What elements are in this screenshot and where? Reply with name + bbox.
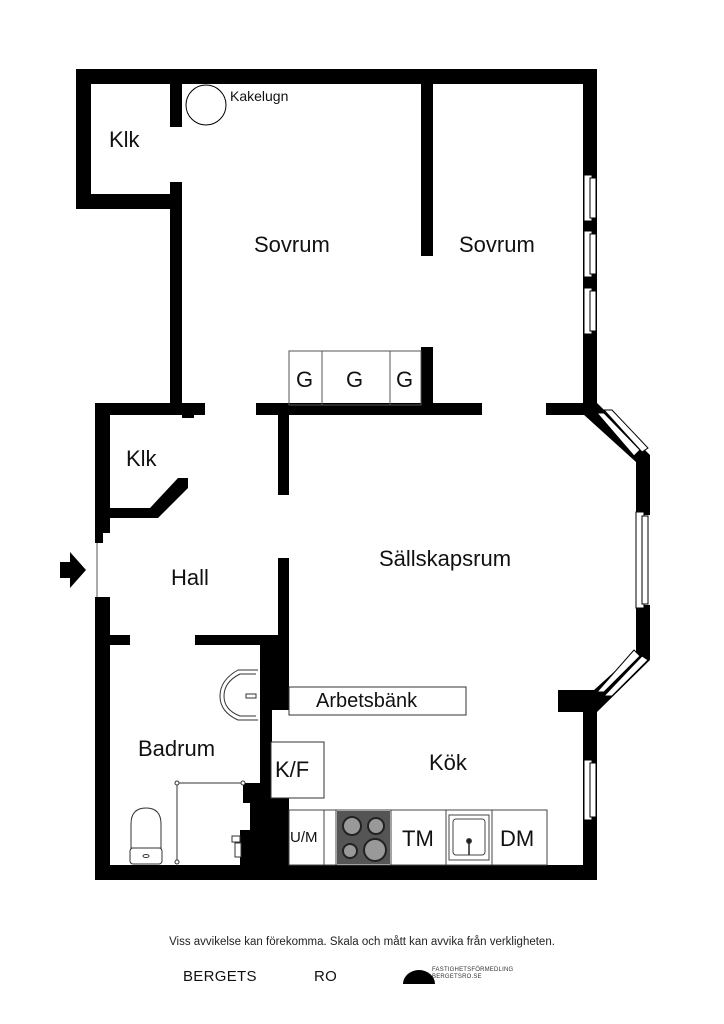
toilet-icon xyxy=(129,807,163,865)
room-label-kok: Kök xyxy=(429,750,467,775)
dishwasher-label: DM xyxy=(500,826,535,851)
room-label-sovrum-left: Sovrum xyxy=(254,232,330,257)
room-label-badrum: Badrum xyxy=(138,736,216,761)
brand-logo-left: BERGETS xyxy=(183,968,257,985)
wardrobes xyxy=(288,350,422,406)
entrance-arrow-icon xyxy=(60,552,86,588)
kakelugn-label: Kakelugn xyxy=(230,88,289,104)
oven-microwave-label: U/M xyxy=(290,829,318,846)
stove-icon xyxy=(337,811,390,864)
room-label-klk-top: Klk xyxy=(109,127,140,152)
kakelugn-stove-icon xyxy=(185,84,227,126)
room-label-sovrum-right: Sovrum xyxy=(459,232,535,257)
agency-logo-icon xyxy=(403,970,435,984)
disclaimer-text: Viss avvikelse kan förekomma. Skala och … xyxy=(169,936,555,948)
bathroom-sink-icon xyxy=(219,669,258,721)
wardrobe-label-1: G xyxy=(296,367,314,392)
dryer-label: TM xyxy=(402,826,434,851)
fridge-freezer xyxy=(270,741,325,799)
room-label-sallskapsrum: Sällskapsrum xyxy=(379,546,512,571)
room-label-hall: Hall xyxy=(171,565,209,590)
brand-logo-right: RO xyxy=(314,968,338,985)
workbench xyxy=(288,686,467,716)
wardrobe-label-3: G xyxy=(396,367,414,392)
fridge-freezer-label: K/F xyxy=(275,757,310,782)
windows xyxy=(583,174,649,821)
kitchen-counter xyxy=(288,809,548,866)
agency-line-2: BERGETSRO.SE xyxy=(432,974,482,980)
workbench-label: Arbetsbänk xyxy=(316,690,418,712)
agency-line-1: FASTIGHETSFÖRMEDLING xyxy=(432,967,514,973)
shower-enclosure xyxy=(174,780,246,865)
kitchen-sink-icon xyxy=(448,814,490,861)
wardrobe-label-2: G xyxy=(346,367,364,392)
agency-info: FASTIGHETSFÖRMEDLING BERGETSRO.SE xyxy=(432,967,513,981)
room-label-klk-hall: Klk xyxy=(126,446,157,471)
